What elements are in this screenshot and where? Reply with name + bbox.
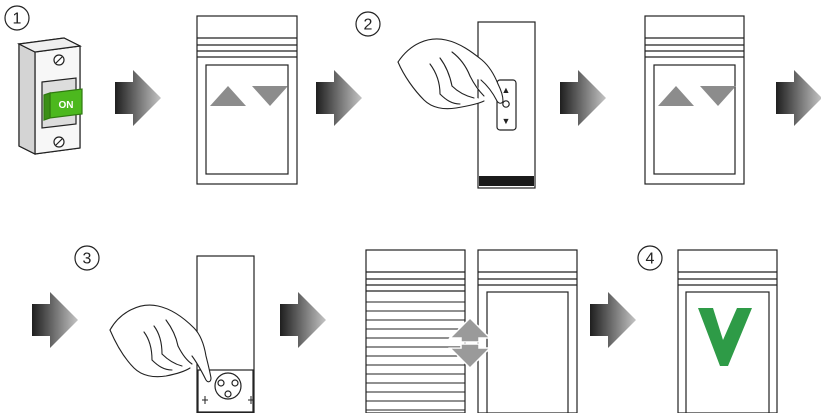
step-1-number: 1 xyxy=(13,11,22,28)
step-3-number: 3 xyxy=(83,251,92,268)
flow-arrow-icon xyxy=(32,292,78,348)
programming-button-icon xyxy=(202,372,254,404)
roller-shutter-icon xyxy=(196,15,298,185)
step-1-badge: 1 xyxy=(4,5,30,31)
hand-icon xyxy=(397,38,504,110)
step-2-badge: 2 xyxy=(355,11,381,37)
step-4-badge: 4 xyxy=(637,245,663,271)
down-triangle-icon xyxy=(252,86,288,106)
up-triangle-icon xyxy=(210,86,246,106)
motor-unit-icon xyxy=(196,255,255,413)
breaker-on-label: ON xyxy=(59,100,74,111)
roller-shutter-icon xyxy=(644,15,745,185)
remote-control-icon: ▲ ▼ xyxy=(477,21,536,189)
roller-shutter-open-icon xyxy=(477,249,578,413)
up-triangle-icon xyxy=(658,86,694,106)
flow-arrow-icon xyxy=(560,70,606,126)
step-2-number: 2 xyxy=(364,17,373,34)
remote-down-button: ▼ xyxy=(502,116,511,126)
step-4-number: 4 xyxy=(646,251,655,268)
circuit-breaker-icon: ON xyxy=(16,37,83,155)
flow-arrow-icon xyxy=(115,70,161,126)
down-triangle-icon xyxy=(700,86,736,106)
flow-arrow-icon xyxy=(590,292,636,348)
flow-arrow-icon xyxy=(776,70,821,126)
checkmark-icon xyxy=(698,308,752,366)
flow-arrow-icon xyxy=(316,70,362,126)
step-3-badge: 3 xyxy=(74,245,100,271)
breaker-switch: ON xyxy=(43,88,83,121)
roller-shutter-closed-icon xyxy=(365,249,466,413)
flow-arrow-icon xyxy=(280,292,326,348)
remote-up-button: ▲ xyxy=(502,85,511,95)
roller-shutter-icon xyxy=(677,249,778,413)
up-down-arrow-icon xyxy=(448,316,492,370)
hand-icon xyxy=(109,304,212,383)
